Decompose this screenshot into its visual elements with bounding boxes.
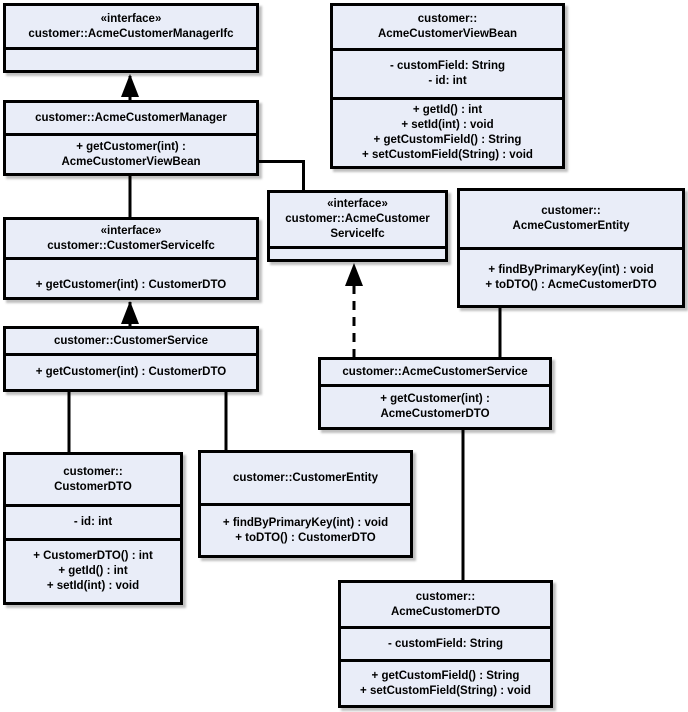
method: + getCustomField() : String xyxy=(373,134,522,146)
methods-compartment: + getId() : int + setId(int) : void + ge… xyxy=(333,97,562,166)
method: + findByPrimaryKey(int) : void xyxy=(222,516,389,529)
class-customerserviceifc[interactable]: «interface» customer::CustomerServiceIfc… xyxy=(3,217,259,300)
method: + toDTO() : CustomerDTO xyxy=(235,531,376,544)
method: AcmeCustomerDTO xyxy=(380,408,490,420)
methods-compartment: + getCustomer(int) : AcmeCustomerViewBea… xyxy=(6,133,256,173)
class-name: customer::AcmeCustomerService xyxy=(342,365,528,378)
method: + getCustomer(int) : xyxy=(380,393,490,405)
empty-compartment xyxy=(6,47,256,70)
method: + setId(int) : void xyxy=(46,580,140,592)
stereotype-label: «interface» xyxy=(100,224,162,237)
methods-compartment: + CustomerDTO() : int + getId() : int + … xyxy=(6,538,180,602)
title-compartment: «interface» customer::AcmeCustomer Servi… xyxy=(270,193,445,246)
method: + setId(int) : void xyxy=(401,119,494,131)
method: + getCustomField() : String xyxy=(371,669,520,682)
stereotype-label: «interface» xyxy=(100,12,162,25)
method: + getId() : int xyxy=(412,104,483,116)
title-compartment: customer::CustomerEntity xyxy=(201,453,410,503)
title-compartment: customer:: CustomerDTO xyxy=(6,455,180,504)
class-name: customer::AcmeCustomerManagerIfc xyxy=(28,27,234,40)
class-name: customer::CustomerServiceIfc xyxy=(47,239,215,252)
realization-arrowhead xyxy=(345,263,363,286)
attributes-compartment: - customField: String - id: int xyxy=(333,48,562,97)
attributes-compartment: - customField: String xyxy=(341,626,550,659)
methods-compartment: + getCustomer(int) : CustomerDTO xyxy=(6,353,256,389)
generalization-arrowhead xyxy=(121,74,139,97)
class-name: AcmeCustomerViewBean xyxy=(377,28,518,40)
class-acmecustomerviewbean[interactable]: customer:: AcmeCustomerViewBean - custom… xyxy=(330,3,565,169)
title-compartment: «interface» customer::CustomerServiceIfc xyxy=(6,220,256,257)
class-acmecustomerentity[interactable]: customer:: AcmeCustomerEntity + findByPr… xyxy=(457,188,685,308)
title-compartment: customer::AcmeCustomerService xyxy=(321,360,549,384)
class-name: AcmeCustomerEntity xyxy=(512,220,630,232)
method: + toDTO() : AcmeCustomerDTO xyxy=(485,278,657,291)
class-customerentity[interactable]: customer::CustomerEntity + findByPrimary… xyxy=(198,450,413,558)
method: + setCustomField(String) : void xyxy=(360,684,531,697)
attribute: - id: int xyxy=(428,75,467,87)
methods-compartment: + findByPrimaryKey(int) : void + toDTO()… xyxy=(460,247,682,305)
methods-compartment: + getCustomField() : String + setCustomF… xyxy=(341,659,550,705)
method: + getCustomer(int) : CustomerDTO xyxy=(35,366,227,378)
class-name: AcmeCustomerDTO xyxy=(390,605,501,618)
class-acmecustomerserviceifc[interactable]: «interface» customer::AcmeCustomer Servi… xyxy=(267,190,448,262)
methods-compartment: + getCustomer(int) : AcmeCustomerDTO xyxy=(321,384,549,427)
title-compartment: customer:: AcmeCustomerDTO xyxy=(341,583,550,626)
method: + getId() : int xyxy=(58,565,128,577)
class-name: customer::AcmeCustomer xyxy=(285,213,430,225)
method: + setCustomField(String) : void xyxy=(362,149,533,161)
title-compartment: customer::CustomerService xyxy=(6,329,256,353)
class-acmecustomerservice[interactable]: customer::AcmeCustomerService + getCusto… xyxy=(318,357,552,430)
class-name: customer:: xyxy=(415,590,476,603)
class-name: customer:: xyxy=(541,205,601,217)
methods-compartment: + getCustomer(int) : CustomerDTO xyxy=(6,257,256,297)
method: + getCustomer(int) : CustomerDTO xyxy=(35,279,227,291)
title-compartment: customer:: AcmeCustomerEntity xyxy=(460,191,682,247)
class-customerservice[interactable]: customer::CustomerService + getCustomer(… xyxy=(3,326,259,392)
association-manager-to-acmeserviceifc xyxy=(257,160,305,190)
class-name: customer:: xyxy=(63,465,123,478)
class-acmecustomerdto[interactable]: customer:: AcmeCustomerDTO - customField… xyxy=(338,580,553,708)
title-compartment: «interface» customer::AcmeCustomerManage… xyxy=(6,6,256,47)
attributes-compartment: - id: int xyxy=(6,504,180,538)
empty-compartment xyxy=(270,246,445,259)
class-name: customer:: xyxy=(417,13,478,25)
class-name: customer::CustomerService xyxy=(53,334,209,347)
class-acmecustomermanagerifc[interactable]: «interface» customer::AcmeCustomerManage… xyxy=(3,3,259,73)
title-compartment: customer::AcmeCustomerManager xyxy=(6,103,256,133)
class-name: ServiceIfc xyxy=(330,228,385,240)
stereotype-label: «interface» xyxy=(327,198,388,210)
attribute: - customField: String xyxy=(388,637,503,650)
generalization-arrowhead xyxy=(121,301,139,324)
attribute: - id: int xyxy=(73,516,113,528)
class-name: customer::CustomerEntity xyxy=(232,471,379,484)
method: AcmeCustomerViewBean xyxy=(61,155,201,168)
class-name: customer::AcmeCustomerManager xyxy=(35,111,227,124)
class-name: CustomerDTO xyxy=(54,480,132,493)
class-customerdto[interactable]: customer:: CustomerDTO - id: int + Custo… xyxy=(3,452,183,605)
method: + CustomerDTO() : int xyxy=(33,550,153,562)
class-acmecustomermanager[interactable]: customer::AcmeCustomerManager + getCusto… xyxy=(3,100,259,176)
method: + getCustomer(int) : xyxy=(76,140,186,153)
attribute: - customField: String xyxy=(390,60,505,72)
title-compartment: customer:: AcmeCustomerViewBean xyxy=(333,6,562,48)
methods-compartment: + findByPrimaryKey(int) : void + toDTO()… xyxy=(201,503,410,555)
method: + findByPrimaryKey(int) : void xyxy=(488,263,654,276)
